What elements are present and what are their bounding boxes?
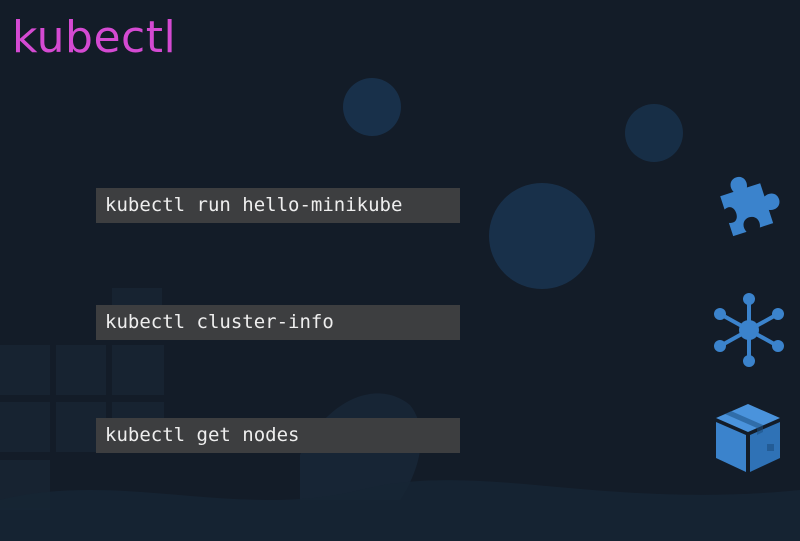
- network-hub-icon: [711, 292, 787, 368]
- command-cluster-info: kubectl cluster-info: [96, 305, 460, 340]
- background-bubble: [625, 104, 683, 162]
- background-bubble: [489, 183, 595, 289]
- puzzle-piece-icon: [708, 164, 788, 244]
- background-wave: [0, 480, 800, 541]
- slide-title: kubectl: [12, 12, 177, 63]
- command-get-nodes: kubectl get nodes: [96, 418, 460, 453]
- background-bubble: [343, 78, 401, 136]
- command-run-hello-minikube: kubectl run hello-minikube: [96, 188, 460, 223]
- package-box-icon: [712, 400, 784, 476]
